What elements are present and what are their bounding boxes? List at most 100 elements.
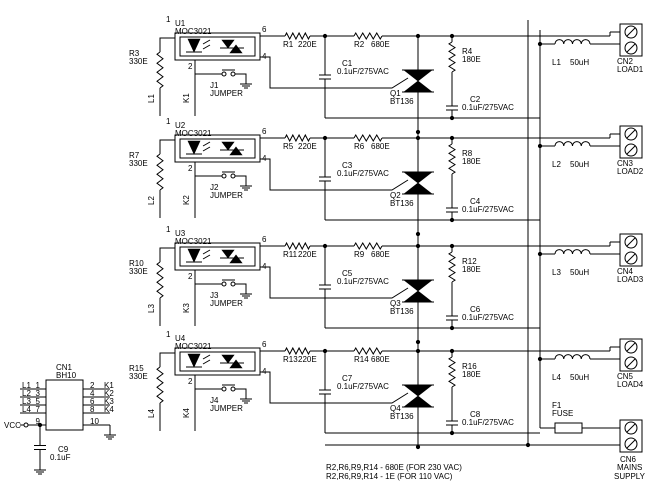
pin-number: 5 <box>36 397 41 406</box>
vcc-label: VCC <box>4 421 21 430</box>
capacitor-value: 0.1uF/275VAC <box>337 382 389 391</box>
resistor-value: 330E <box>129 372 148 381</box>
pin-number: 6 <box>262 340 267 349</box>
resistor-value: 330E <box>129 57 148 66</box>
junction-dot <box>449 217 455 223</box>
resistor-designator: R3 <box>129 49 140 58</box>
triac-value: BT136 <box>390 199 414 208</box>
capacitor-designator: C3 <box>342 161 353 170</box>
resistor-designator: R1 <box>283 40 294 49</box>
ic-part-number: MOC3021 <box>175 237 212 246</box>
pin-number: 1 <box>166 15 171 24</box>
capacitor-value: 0.1uF/275VAC <box>337 277 389 286</box>
junction-dot <box>415 444 421 450</box>
net-label: L4 <box>22 405 31 414</box>
pin-number: 1 <box>166 330 171 339</box>
pin-number: 1 <box>36 381 41 390</box>
pin-number: 1 <box>166 225 171 234</box>
connector-designator: CN4 <box>617 267 634 276</box>
ic-designator: U2 <box>175 121 186 130</box>
connector-designator: CN3 <box>617 159 634 168</box>
resistor-designator: R6 <box>354 142 365 151</box>
ic-part-number: MOC3021 <box>175 27 212 36</box>
pin-number: 2 <box>188 164 193 173</box>
capacitor-designator: C7 <box>342 374 353 383</box>
jumper-label: JUMPER <box>210 191 243 200</box>
jumper-designator: J4 <box>210 396 219 405</box>
net-label: L4 <box>147 409 156 418</box>
capacitor-value: 0.1uF/275VAC <box>337 67 389 76</box>
resistor-value: 680E <box>371 250 390 259</box>
capacitor-designator: C9 <box>58 445 69 454</box>
triac-symbol <box>403 80 433 93</box>
pin-number: 8 <box>90 405 95 414</box>
note-line: R2,R6,R9,R14 - 680E (FOR 230 VAC) <box>326 463 462 472</box>
fuse-label: FUSE <box>552 409 573 418</box>
net-label: K4 <box>104 405 114 414</box>
jumper-pin <box>221 173 227 179</box>
jumper-pin <box>230 386 236 392</box>
header-designator: CN1 <box>56 363 73 372</box>
capacitor-designator: C5 <box>342 269 353 278</box>
ic-designator: U3 <box>175 229 186 238</box>
notes: R2,R6,R9,R14 - 680E (FOR 230 VAC)R2,R6,R… <box>326 463 462 481</box>
resistor-value: 220E <box>298 250 317 259</box>
capacitor-designator: C1 <box>342 59 353 68</box>
resistor-value: 680E <box>371 142 390 151</box>
jumper-pin <box>221 386 227 392</box>
jumper-label: JUMPER <box>210 299 243 308</box>
ic-designator: U1 <box>175 19 186 28</box>
net-label: L2 <box>147 196 156 205</box>
header-cn1: CN1BH1013579L1L2L3L4246810K1K2K3K4VCCC90… <box>4 363 116 475</box>
inductor-designator: L1 <box>552 58 561 67</box>
net-label: L1 <box>147 94 156 103</box>
fuse-designator: F1 <box>552 401 562 410</box>
jumper-pin <box>230 173 236 179</box>
capacitor-designator: C6 <box>470 305 481 314</box>
connector-label: LOAD1 <box>617 65 644 74</box>
pin-number: 7 <box>36 405 41 414</box>
resistor-designator: R2 <box>354 40 365 49</box>
pin-number: 4 <box>90 389 95 398</box>
resistor-designator: R16 <box>462 362 477 371</box>
junction-dot <box>449 115 455 121</box>
pin-number: 6 <box>90 397 95 406</box>
pin-number: 3 <box>36 389 41 398</box>
net-label: K3 <box>182 303 191 313</box>
net-label: L1 <box>22 381 31 390</box>
net-label: K1 <box>104 381 114 390</box>
ic-part-number: MOC3021 <box>175 342 212 351</box>
pin-number: 10 <box>90 417 99 426</box>
resistor-designator: R10 <box>129 259 144 268</box>
resistor-value: 180E <box>462 370 481 379</box>
jumper-pin <box>230 71 236 77</box>
pin-number: 2 <box>188 272 193 281</box>
net-label: L3 <box>147 304 156 313</box>
triac-value: BT136 <box>390 97 414 106</box>
resistor-designator: R7 <box>129 151 140 160</box>
connector-label: MAINS <box>617 463 642 472</box>
resistor-value: 330E <box>129 267 148 276</box>
junction-dot <box>449 430 455 436</box>
inductor-value: 50uH <box>570 373 589 382</box>
capacitor-value: 0.1uF/275VAC <box>462 103 514 112</box>
resistor-designator: R4 <box>462 47 473 56</box>
connector-designator: CN6 <box>620 455 637 464</box>
resistor-value: 180E <box>462 55 481 64</box>
inductor-value: 50uH <box>570 268 589 277</box>
inductor-symbol <box>554 249 591 255</box>
resistor-value: 330E <box>129 159 148 168</box>
jumper-designator: J2 <box>210 183 219 192</box>
pin-number: 2 <box>90 381 95 390</box>
capacitor-designator: C8 <box>470 410 481 419</box>
resistor-designator: R14 <box>354 355 369 364</box>
resistor-value: 220E <box>298 142 317 151</box>
inductor-symbol <box>554 354 591 360</box>
resistor-designator: R13 <box>283 355 298 364</box>
capacitor-designator: C2 <box>470 95 481 104</box>
connector-label: LOAD3 <box>617 275 644 284</box>
